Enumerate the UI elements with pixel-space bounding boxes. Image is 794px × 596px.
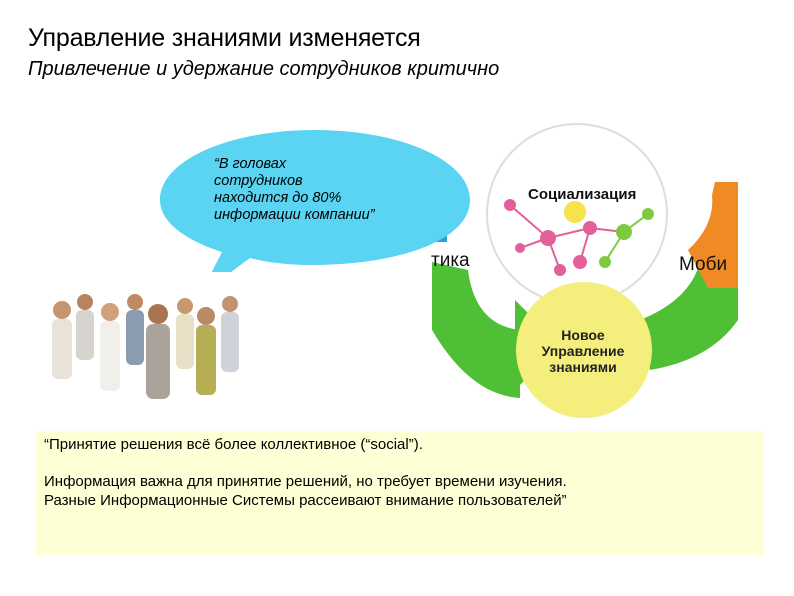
center-label: Новое Управление знаниями — [541, 327, 625, 375]
slide-title: Управление знаниями изменяется — [28, 24, 421, 52]
network-graphic — [504, 199, 654, 276]
orange-arrow — [688, 182, 738, 288]
bubble-text: “В головах сотрудников находится до 80% … — [214, 156, 375, 223]
left-cycle-label: тика — [431, 250, 470, 271]
center-circle — [516, 282, 652, 418]
right-cycle-label: Моби — [679, 254, 728, 275]
socialization-label: Социализация — [528, 186, 637, 203]
green-arrow-right — [640, 262, 738, 370]
person-figures — [52, 294, 239, 399]
quote-line-1: “Принятие решения всё более коллективное… — [44, 436, 423, 453]
quote-line-3: Разные Информационные Системы рассеивают… — [44, 492, 567, 509]
green-arrow — [432, 262, 520, 398]
quote-line-2: Информация важна для принятие решений, н… — [44, 473, 567, 490]
speech-bubble — [160, 130, 470, 295]
people-group-photo — [40, 272, 256, 414]
slide-subtitle: Привлечение и удержание сотрудников крит… — [28, 58, 500, 80]
quote-box — [36, 431, 764, 555]
